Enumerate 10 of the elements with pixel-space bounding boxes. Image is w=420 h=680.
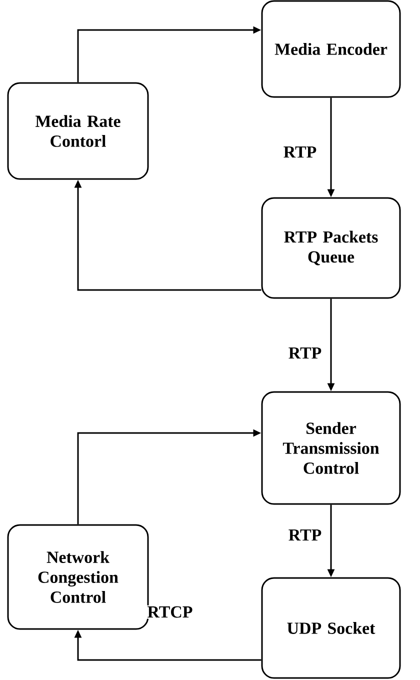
process-box: RTP Packets Queue bbox=[261, 197, 401, 299]
process-box: Media Encoder bbox=[261, 0, 401, 98]
edge-label: RTP bbox=[282, 145, 318, 159]
edge-label: RTP bbox=[287, 528, 323, 542]
process-box: Sender Transmission Control bbox=[261, 391, 401, 505]
process-box: Network Congestion Control bbox=[7, 524, 149, 630]
process-box: Media Rate Contorl bbox=[7, 82, 149, 180]
edge-label: RTCP bbox=[146, 605, 194, 619]
process-box: UDP Socket bbox=[261, 577, 401, 679]
edge-label: RTP bbox=[287, 346, 323, 360]
